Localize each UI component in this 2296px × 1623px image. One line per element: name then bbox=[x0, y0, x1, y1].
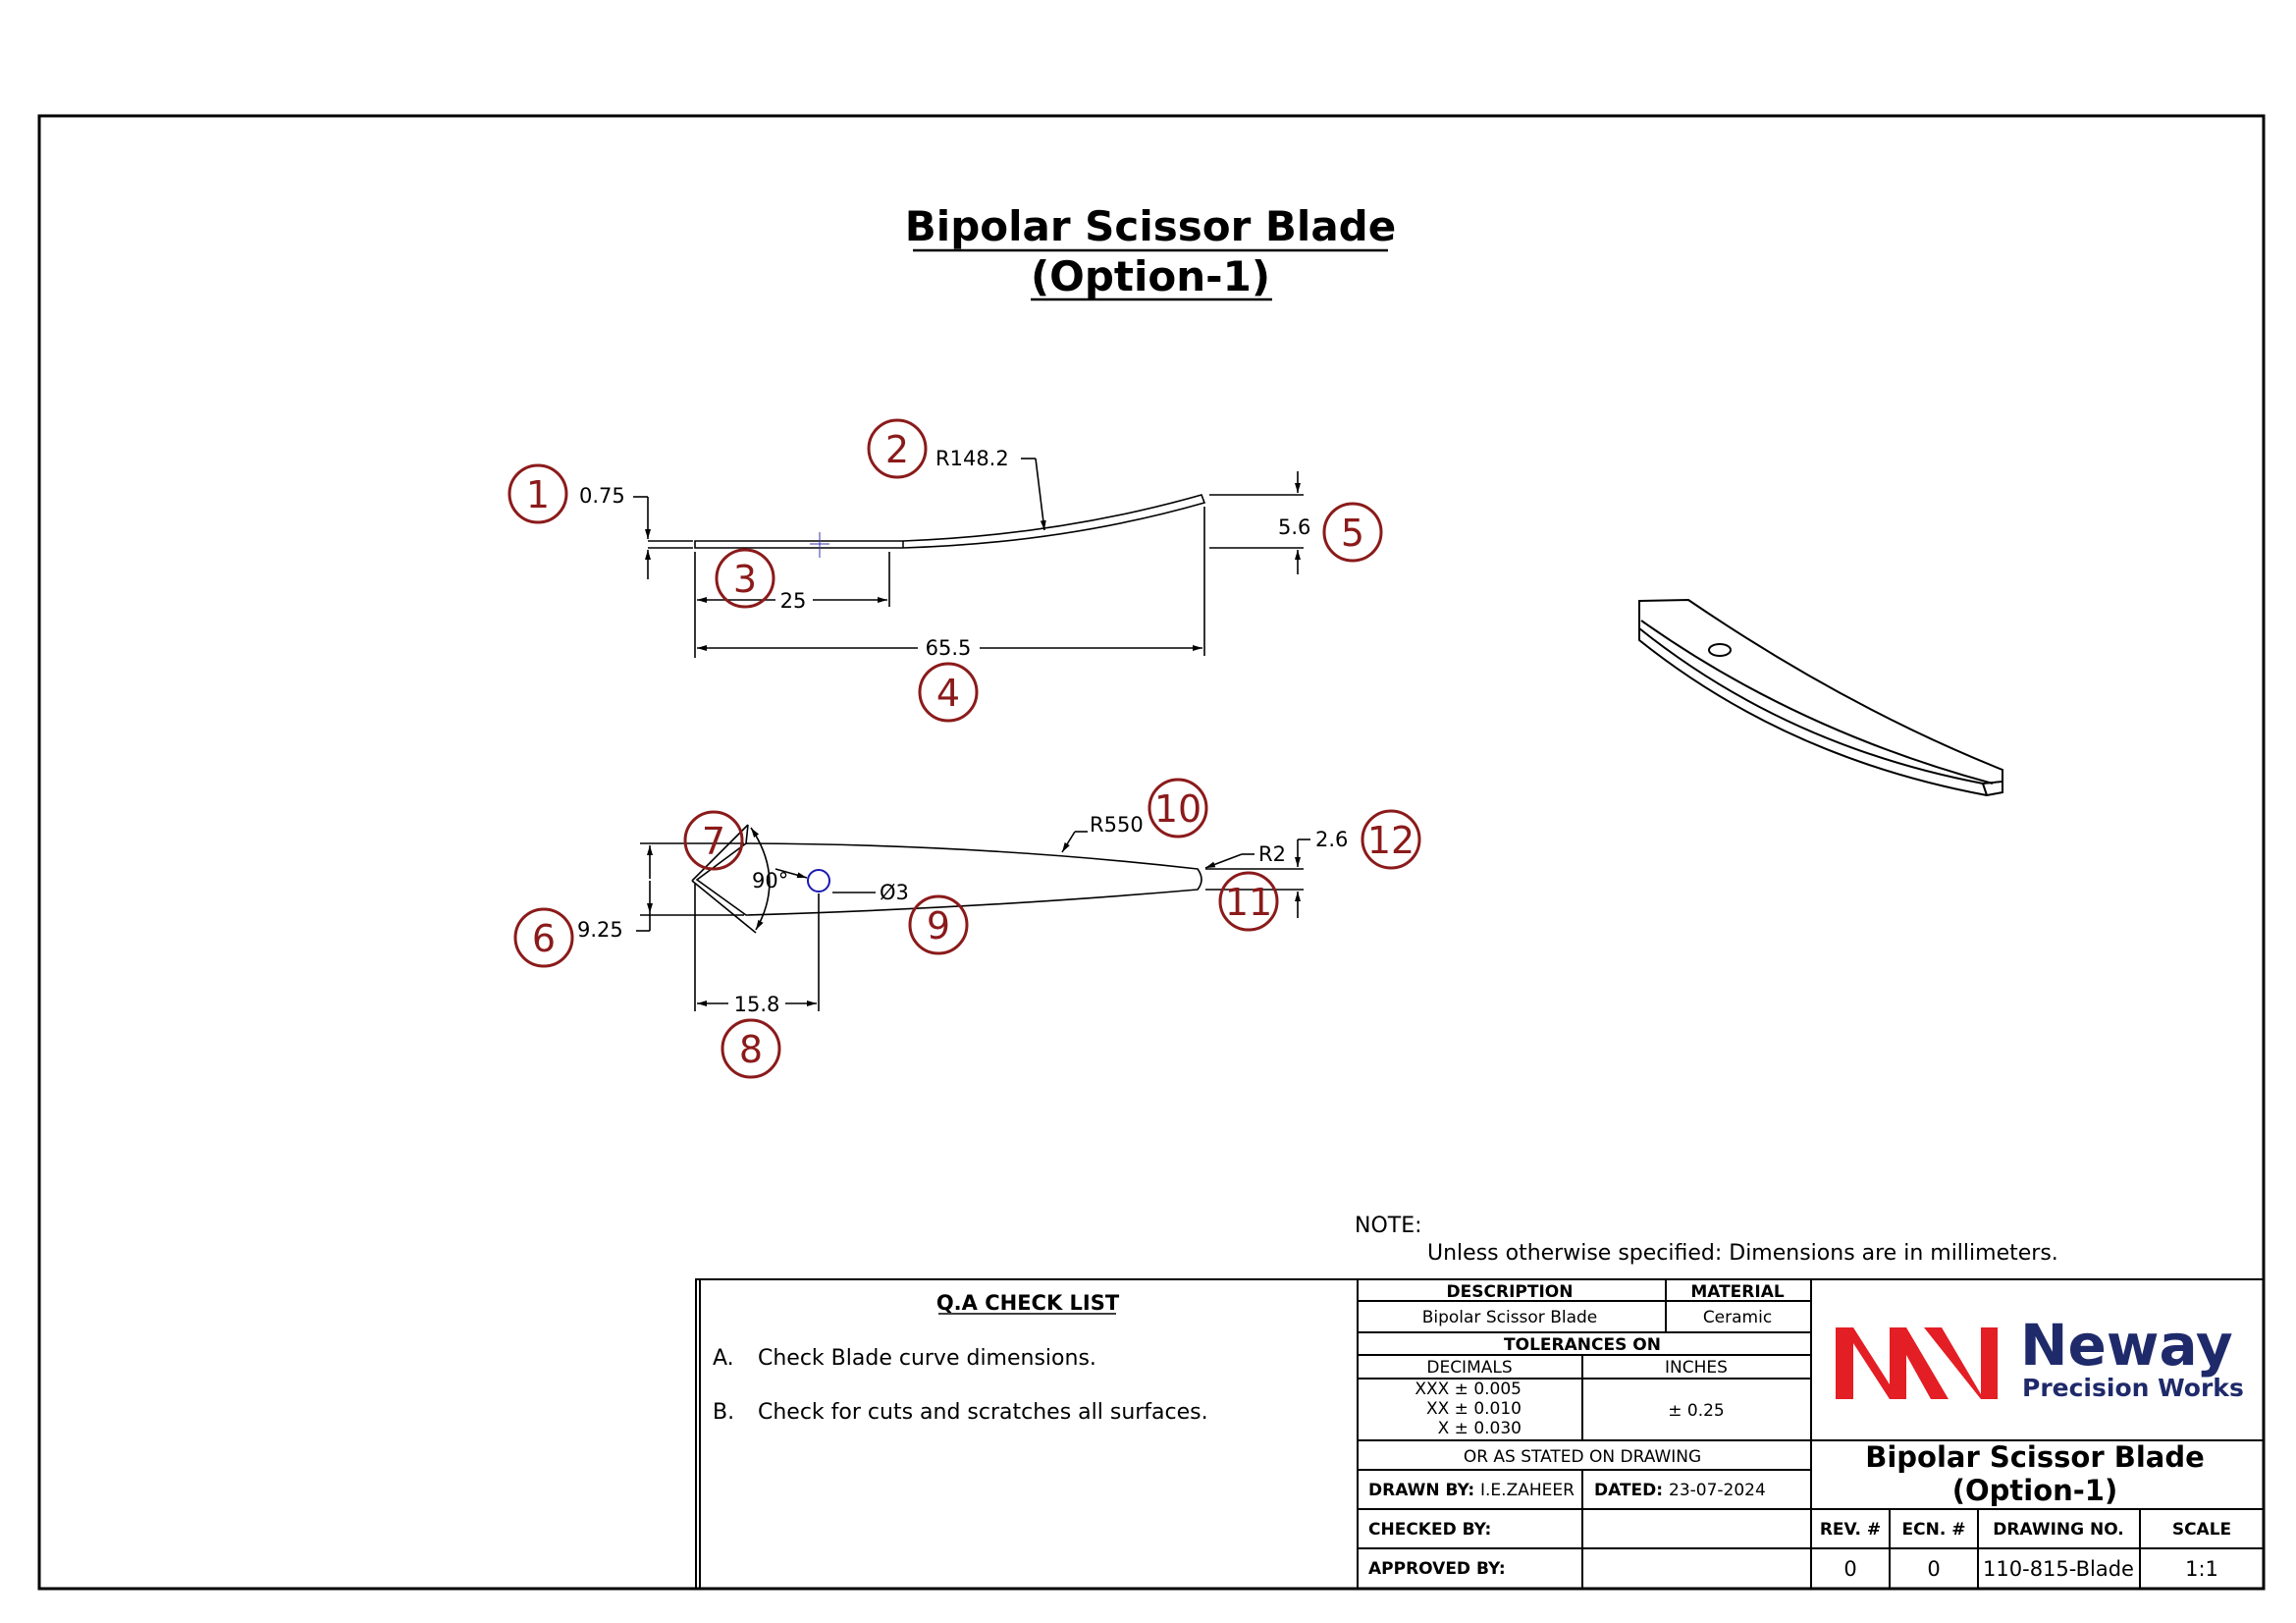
svg-text:3: 3 bbox=[733, 558, 757, 601]
dim-flat-length: 25 bbox=[780, 589, 807, 613]
dim-hole: Ø3 bbox=[880, 881, 909, 904]
balloon-6: 6 bbox=[513, 907, 574, 968]
qa-checklist: Q.A CHECK LIST A. Check Blade curve dime… bbox=[713, 1291, 1208, 1425]
svg-text:4: 4 bbox=[936, 672, 960, 715]
dim-tip-radius: R2 bbox=[1258, 842, 1286, 866]
svg-text:12: 12 bbox=[1367, 819, 1415, 862]
tolerance-xx: XX ± 0.010 bbox=[1426, 1399, 1522, 1419]
balloon-5: 5 bbox=[1322, 502, 1383, 563]
svg-text:11: 11 bbox=[1225, 881, 1272, 924]
description-value: Bipolar Scissor Blade bbox=[1422, 1308, 1598, 1327]
tolerance-xxx: XXX ± 0.005 bbox=[1415, 1380, 1522, 1399]
ecn-label: ECN. # bbox=[1902, 1520, 1966, 1540]
material-header: MATERIAL bbox=[1690, 1282, 1785, 1302]
balloon-8: 8 bbox=[721, 1018, 781, 1079]
decimals-header: DECIMALS bbox=[1426, 1358, 1512, 1378]
top-view: 90° Ø3 9.25 15.8 R550 R2 2.6 bbox=[513, 778, 1421, 1079]
qa-item-letter: A. bbox=[713, 1346, 734, 1371]
scale-label: SCALE bbox=[2172, 1520, 2231, 1540]
rev-value: 0 bbox=[1843, 1557, 1856, 1581]
dated-value: 23-07-2024 bbox=[1669, 1481, 1766, 1500]
dim-thickness: 0.75 bbox=[579, 484, 625, 508]
part-title-line2: (Option-1) bbox=[1952, 1474, 2118, 1507]
tolerance-inches: ± 0.25 bbox=[1668, 1401, 1725, 1421]
balloon-7: 7 bbox=[683, 810, 744, 871]
description-header: DESCRIPTION bbox=[1447, 1282, 1574, 1302]
qa-item-text: Check Blade curve dimensions. bbox=[758, 1346, 1096, 1371]
side-view-profile bbox=[694, 494, 1206, 549]
balloon-10: 10 bbox=[1148, 778, 1208, 839]
svg-text:7: 7 bbox=[702, 820, 725, 863]
qa-item-letter: B. bbox=[713, 1400, 734, 1425]
inches-header: INCHES bbox=[1665, 1358, 1728, 1378]
spec-table: DESCRIPTION MATERIAL Bipolar Scissor Bla… bbox=[1358, 1279, 2264, 1589]
balloon-3: 3 bbox=[715, 548, 775, 609]
checked-by-label: CHECKED BY: bbox=[1368, 1520, 1491, 1540]
balloon-4: 4 bbox=[918, 662, 979, 723]
dim-rise: 5.6 bbox=[1278, 515, 1310, 539]
dated-label: DATED: bbox=[1594, 1481, 1663, 1500]
side-view: 0.75 R148.2 25 65.5 5.6 1 2 3 4 5 bbox=[507, 418, 1383, 723]
isometric-view bbox=[1638, 598, 2003, 797]
dim-width: 9.25 bbox=[577, 918, 623, 942]
balloon-2: 2 bbox=[867, 418, 928, 479]
part-title-line1: Bipolar Scissor Blade bbox=[1865, 1440, 2205, 1474]
material-value: Ceramic bbox=[1703, 1308, 1772, 1327]
drawing-title-line1: Bipolar Scissor Blade bbox=[905, 202, 1396, 250]
note-block: NOTE: Unless otherwise specified: Dimens… bbox=[1355, 1214, 2058, 1266]
dim-radius: R148.2 bbox=[935, 447, 1009, 470]
rev-label: REV. # bbox=[1820, 1520, 1881, 1540]
or-as-stated: OR AS STATED ON DRAWING bbox=[1464, 1447, 1701, 1467]
drawing-no-value: 110-815-Blade bbox=[1983, 1557, 2134, 1581]
svg-text:2: 2 bbox=[885, 428, 909, 471]
top-view-profile bbox=[695, 842, 1202, 916]
balloon-9: 9 bbox=[908, 894, 969, 955]
svg-text:1: 1 bbox=[526, 473, 550, 516]
tolerances-header: TOLERANCES ON bbox=[1504, 1335, 1661, 1355]
drawn-by-value: I.E.ZAHEER bbox=[1480, 1481, 1575, 1500]
qa-title: Q.A CHECK LIST bbox=[936, 1291, 1120, 1315]
tolerance-x: X ± 0.030 bbox=[1438, 1419, 1522, 1438]
title-block: Q.A CHECK LIST A. Check Blade curve dime… bbox=[695, 1278, 2265, 1590]
qa-item-text: Check for cuts and scratches all surface… bbox=[758, 1400, 1208, 1425]
balloon-1: 1 bbox=[507, 463, 568, 524]
logo-mark bbox=[1836, 1327, 1998, 1399]
company-name: Neway bbox=[2020, 1312, 2233, 1379]
svg-text:8: 8 bbox=[739, 1028, 763, 1071]
dim-edge-radius: R550 bbox=[1090, 813, 1144, 837]
approved-by-label: APPROVED BY: bbox=[1368, 1559, 1506, 1579]
company-sub: Precision Works bbox=[2022, 1374, 2244, 1402]
drawing-title-line2: (Option-1) bbox=[1031, 252, 1270, 300]
company-logo: Neway Precision Works bbox=[1836, 1312, 2244, 1402]
svg-text:5: 5 bbox=[1341, 512, 1364, 555]
dim-tip-width: 2.6 bbox=[1315, 828, 1348, 851]
ecn-value: 0 bbox=[1927, 1557, 1940, 1581]
dim-total-length: 65.5 bbox=[926, 636, 972, 660]
hole-symbol bbox=[807, 869, 830, 893]
dim-angle: 90° bbox=[752, 869, 788, 893]
note-heading: NOTE: bbox=[1355, 1214, 1422, 1238]
balloon-12: 12 bbox=[1361, 809, 1421, 870]
balloon-11: 11 bbox=[1218, 871, 1279, 932]
drawn-by-label: DRAWN BY: bbox=[1368, 1481, 1474, 1500]
svg-text:9: 9 bbox=[927, 904, 950, 947]
dim-hole-offset: 15.8 bbox=[734, 993, 780, 1016]
svg-text:10: 10 bbox=[1154, 787, 1201, 831]
svg-text:6: 6 bbox=[532, 917, 556, 960]
note-text: Unless otherwise specified: Dimensions a… bbox=[1427, 1241, 2058, 1266]
scale-value: 1:1 bbox=[2185, 1557, 2218, 1581]
drawing-no-label: DRAWING NO. bbox=[1993, 1520, 2124, 1540]
drawing-title: Bipolar Scissor Blade (Option-1) bbox=[905, 202, 1396, 301]
